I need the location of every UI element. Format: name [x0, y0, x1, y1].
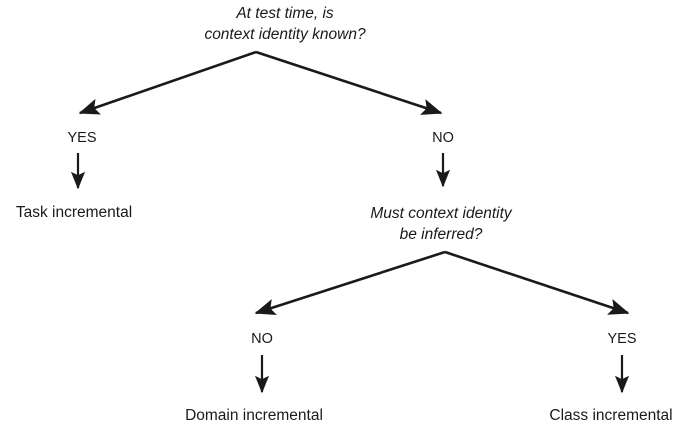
root-question-line-2: context identity known?	[204, 26, 366, 43]
edge-inferred-to-no	[254, 250, 446, 316]
node-class-incremental: Class incremental	[549, 407, 672, 424]
edge-label-inferred-yes: YES	[607, 331, 636, 347]
edge-inferred-to-yes	[444, 250, 630, 315]
inferred-question-line-1: Must context identity	[370, 205, 513, 222]
edge-label-root-yes: YES	[67, 130, 96, 146]
edge-label-root-no: NO	[432, 130, 454, 146]
node-domain-incremental: Domain incremental	[185, 407, 323, 424]
root-question-line-1: At test time, is	[235, 5, 334, 22]
edge-root-to-yes	[78, 50, 257, 115]
edge-label-inferred-no: NO	[251, 331, 273, 347]
edge-root-to-no	[255, 50, 443, 115]
node-task-incremental: Task incremental	[16, 204, 132, 221]
inferred-question-line-2: be inferred?	[400, 226, 483, 243]
